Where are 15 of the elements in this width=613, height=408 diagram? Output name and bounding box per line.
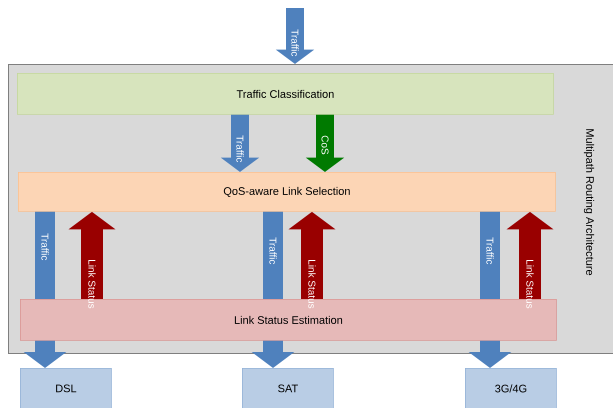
edge-label: Traffic [486,237,494,264]
process-box: QoS-aware Link Selection [18,172,556,212]
edge-label: CoS [321,136,329,154]
container-heading: Multipath Routing Architecture [584,129,594,276]
process-box: Traffic Classification [17,73,554,115]
edge-label: Link Status [526,260,534,308]
link-box: 3G/4G [465,368,557,408]
link-box: SAT [242,368,334,408]
edge-label: Traffic [291,29,299,56]
edge-label: Traffic [236,135,244,162]
edge-label: Traffic [269,237,277,264]
edge-label: Traffic [41,233,49,260]
link-box: DSL [20,368,112,408]
edge-label: Link Status [88,260,96,308]
edge-label: Link Status [308,260,316,308]
